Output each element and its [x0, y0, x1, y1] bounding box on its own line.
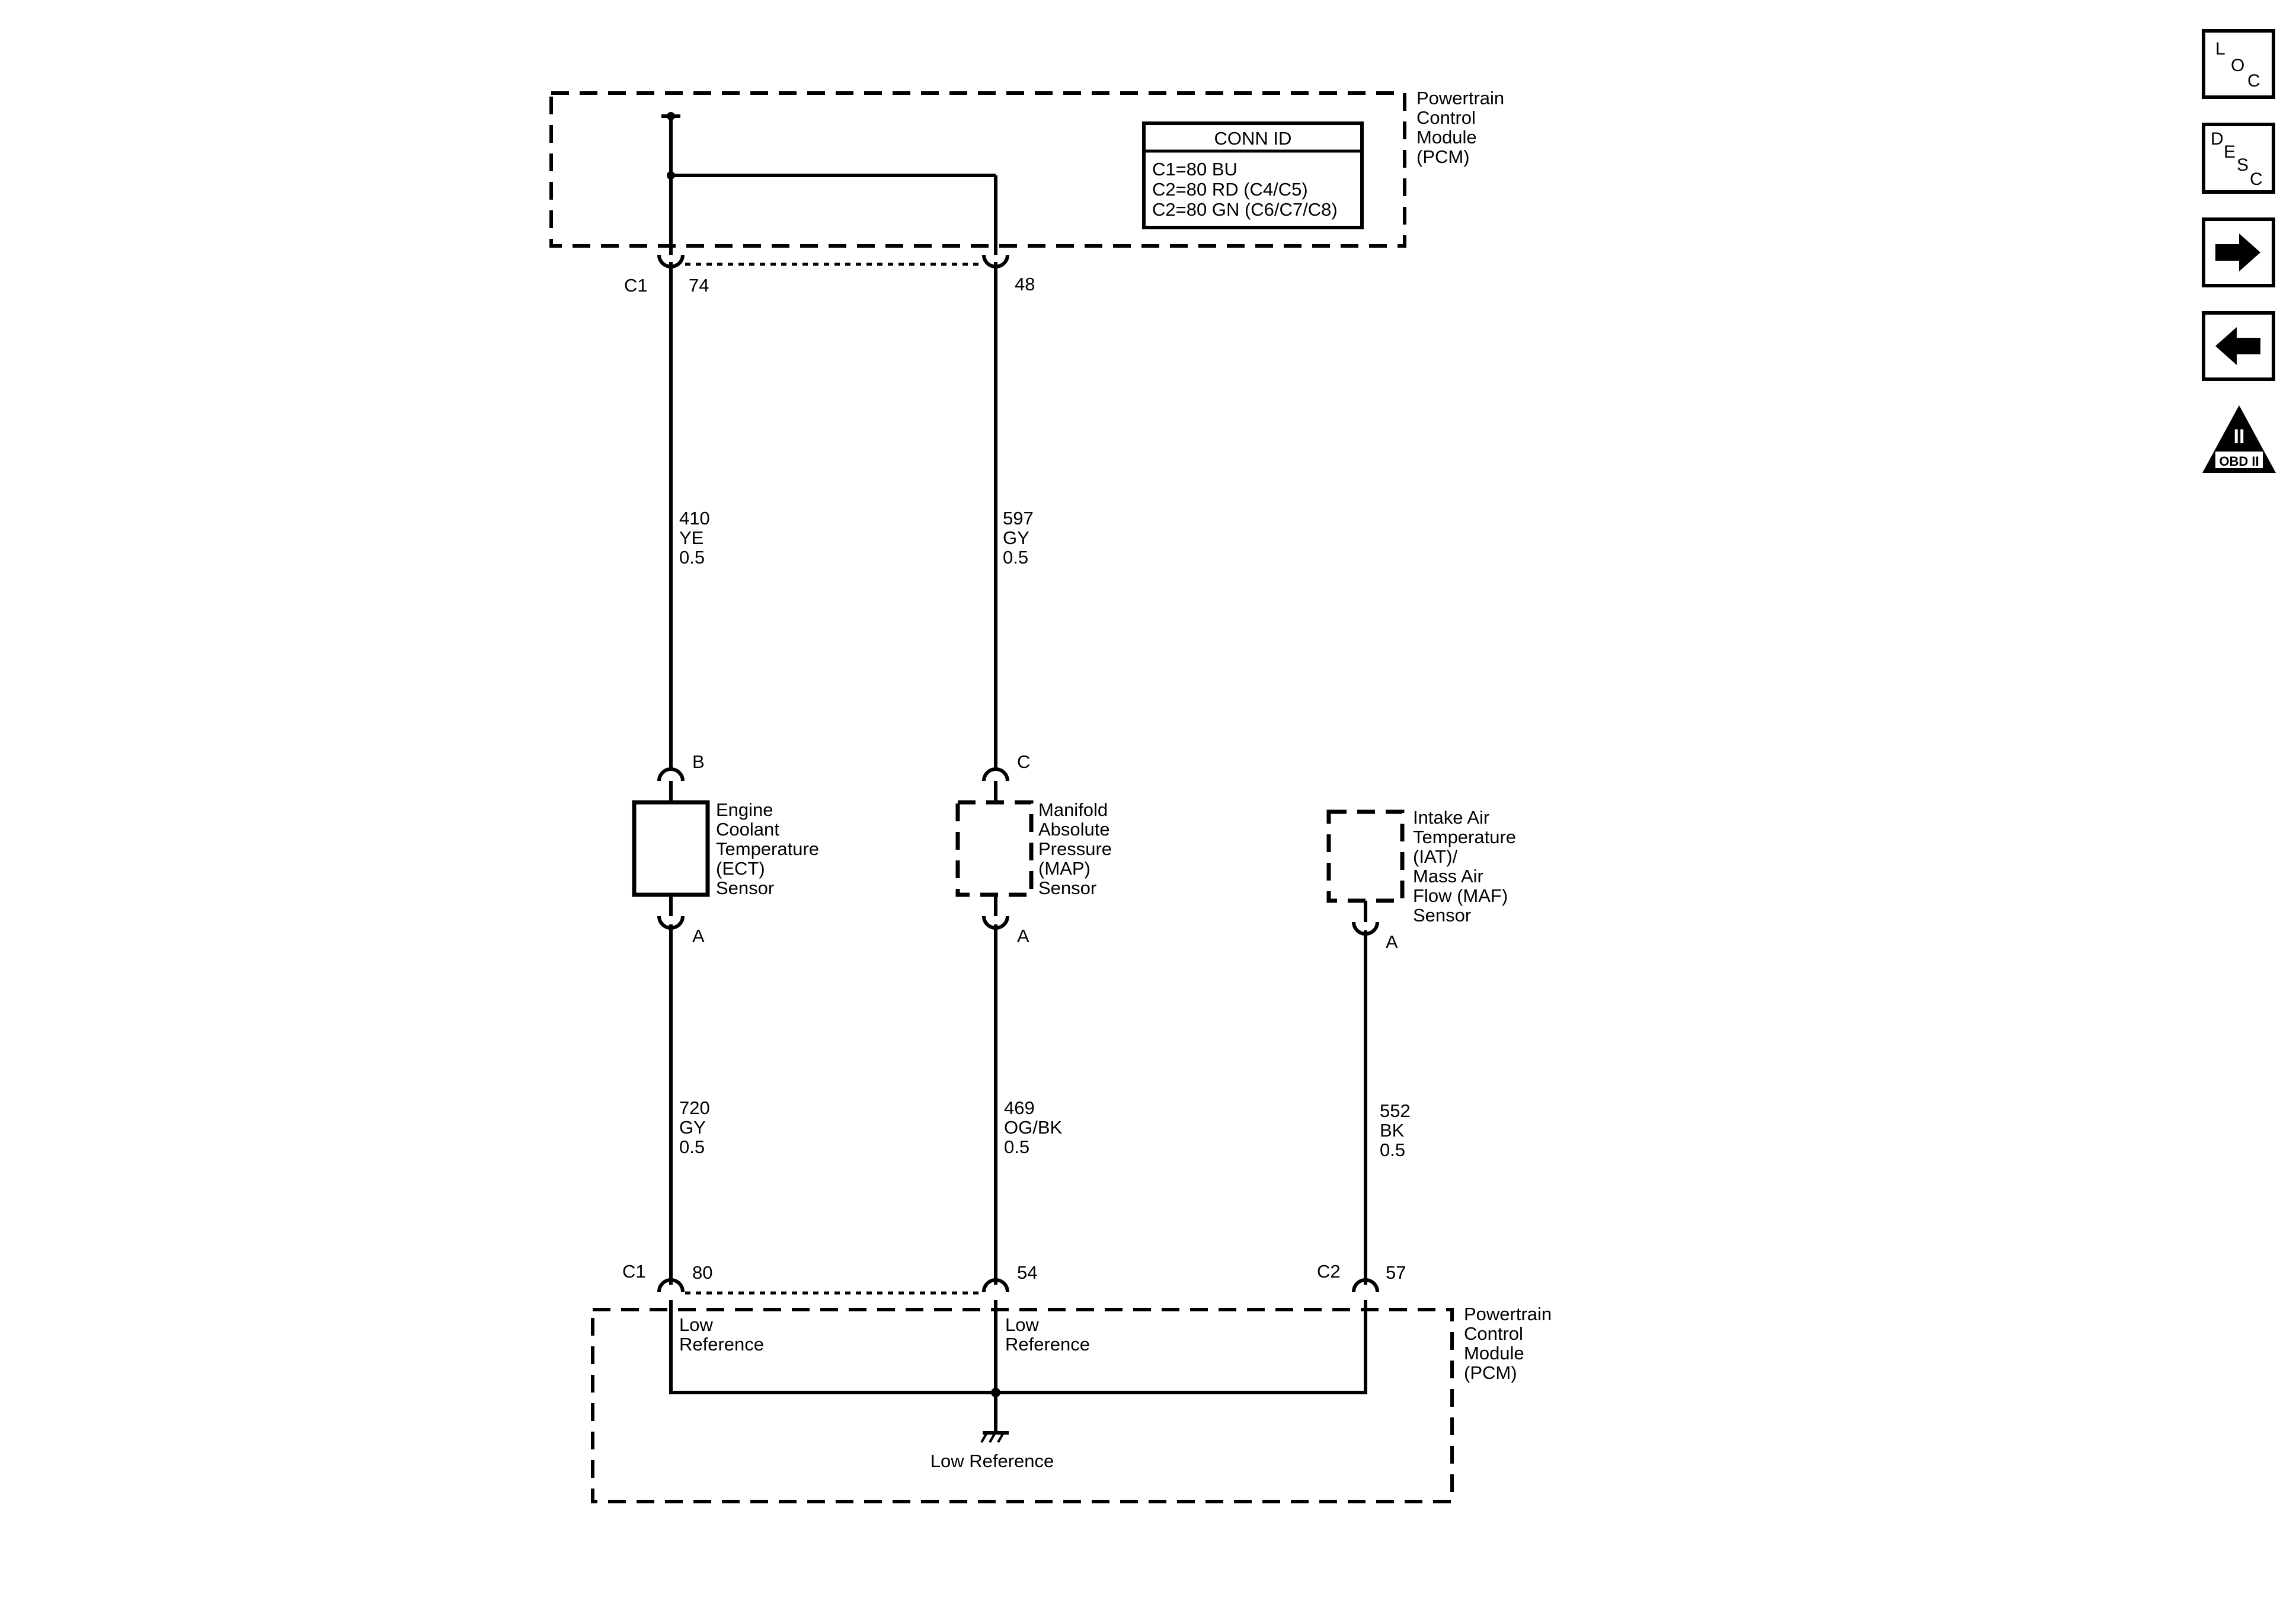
iat-low-wire: 552 BK 0.5	[1364, 930, 1411, 1285]
pcm-bottom-boundary	[591, 1308, 1454, 1503]
ect-low-wire: 720 GY 0.5	[669, 924, 710, 1285]
conn-id-row: C1=80 BU	[1152, 159, 1237, 180]
pcm-bottom-label-3: Module	[1464, 1343, 1524, 1363]
wire-color: YE	[679, 527, 703, 548]
map-sensor-label-1: Manifold	[1038, 799, 1108, 820]
desc-letter-s: S	[2237, 155, 2249, 175]
ect-signal-wire: 410 YE 0.5	[669, 262, 710, 769]
pin-54-label: 54	[1017, 1262, 1037, 1283]
prev-page-button[interactable]	[2202, 311, 2275, 381]
wire-gauge: 0.5	[679, 547, 705, 568]
ect-pin-b-label: B	[692, 751, 705, 772]
pin-80-label: 80	[692, 1262, 712, 1283]
ect-sensor-body	[632, 800, 710, 897]
desc-letter-e: E	[2224, 142, 2236, 162]
connector-c1-label: C1	[624, 275, 648, 296]
wire-circuit-number: 552	[1380, 1100, 1411, 1121]
ect-sensor-label-2: Coolant	[716, 819, 779, 840]
pcm-top-label-1: Powertrain	[1416, 88, 1504, 108]
connector-c1-top: C1 74 48	[624, 254, 1035, 296]
pcm-top-label-3: Module	[1416, 127, 1477, 148]
iat-sensor-label-2: Temperature	[1413, 827, 1516, 847]
wire-circuit-number: 720	[679, 1097, 710, 1118]
low-ref-ect-1: Low	[679, 1314, 713, 1335]
connector-c2-label: C2	[1317, 1261, 1341, 1282]
wire-color: OG/BK	[1004, 1117, 1063, 1138]
obd-ii-button[interactable]: II OBD II	[2202, 405, 2276, 473]
pin-74-label: 74	[689, 275, 709, 296]
wire-gauge: 0.5	[1004, 1137, 1029, 1157]
ect-sensor-label-3: Temperature	[716, 838, 819, 859]
connector-c1-label: C1	[622, 1261, 646, 1282]
map-sensor-label-5: Sensor	[1038, 878, 1096, 898]
low-ref-map-1: Low	[1005, 1314, 1039, 1335]
wire-color: GY	[1003, 527, 1029, 548]
iat-sensor-label-6: Sensor	[1413, 905, 1471, 926]
pcm-bottom-label-4: (PCM)	[1464, 1362, 1517, 1383]
nav-buttons: L O C D E S C II OBD II	[2202, 29, 2276, 473]
map-sensor-body	[955, 800, 1034, 897]
conn-id-box: CONN ID C1=80 BU C2=80 RD (C4/C5) C2=80 …	[1142, 121, 1364, 229]
wire-color: BK	[1380, 1120, 1405, 1141]
ect-sensor-label-4: (ECT)	[716, 858, 765, 879]
conn-id-row: C2=80 RD (C4/C5)	[1152, 179, 1308, 200]
map-pin-c-label: C	[1017, 751, 1030, 772]
pcm-top-boundary	[549, 91, 1406, 248]
obd-ii-label: OBD II	[2219, 454, 2259, 469]
pin-48-label: 48	[1015, 274, 1035, 295]
wire-gauge: 0.5	[1003, 547, 1028, 568]
iat-pin-a-label: A	[1386, 932, 1398, 952]
map-sensor-label-4: (MAP)	[1038, 858, 1091, 879]
obd-ii-roman: II	[2234, 425, 2245, 448]
wire-circuit-number: 597	[1003, 508, 1034, 529]
pcm-bottom-label-1: Powertrain	[1464, 1304, 1552, 1324]
iat-sensor-body	[1326, 809, 1405, 903]
wire-gauge: 0.5	[1380, 1140, 1405, 1160]
desc-button[interactable]: D E S C	[2202, 123, 2275, 194]
low-ref-map-2: Reference	[1005, 1334, 1090, 1355]
conn-id-row: C2=80 GN (C6/C7/C8)	[1152, 199, 1338, 220]
map-pin-a-label: A	[1017, 926, 1029, 946]
ground-low-reference-label: Low Reference	[930, 1451, 1054, 1471]
wire-circuit-number: 410	[679, 508, 710, 529]
ect-sensor: B A Engine Coolant Temperature (ECT) Sen…	[632, 751, 819, 946]
conn-id-title: CONN ID	[1214, 128, 1292, 149]
iat-sensor-label-4: Mass Air	[1413, 866, 1483, 886]
loc-letter-o: O	[2231, 56, 2244, 75]
loc-letter-c: C	[2247, 71, 2260, 91]
map-sensor-label-3: Pressure	[1038, 838, 1112, 859]
desc-letter-c: C	[2250, 169, 2263, 189]
pcm-top-label-4: (PCM)	[1416, 146, 1470, 167]
pcm-top-label-2: Control	[1416, 107, 1476, 128]
wire-gauge: 0.5	[679, 1137, 705, 1157]
next-page-button[interactable]	[2202, 217, 2275, 287]
pcm-top-internal-wiring	[661, 112, 997, 255]
loc-button[interactable]: L O C	[2202, 29, 2275, 99]
pin-57-label: 57	[1386, 1262, 1406, 1283]
ect-sensor-label-5: Sensor	[716, 878, 774, 898]
wire-circuit-number: 469	[1004, 1097, 1035, 1118]
connector-bottom: C1 80 54 C2 57	[622, 1261, 1406, 1295]
arrow-right-icon	[2215, 233, 2260, 271]
map-sensor: C A Manifold Absolute Pressure (MAP) Sen…	[955, 751, 1112, 946]
iat-sensor-label-1: Intake Air	[1413, 807, 1489, 828]
arrow-left-icon	[2215, 327, 2260, 365]
pcm-top-module: Powertrain Control Module (PCM)	[549, 88, 1504, 248]
iat-maf-sensor: A Intake Air Temperature (IAT)/ Mass Air…	[1326, 807, 1516, 952]
map-sensor-label-2: Absolute	[1038, 819, 1110, 840]
pcm-bottom-label-2: Control	[1464, 1323, 1523, 1344]
loc-letter-l: L	[2215, 39, 2225, 59]
iat-sensor-label-5: Flow (MAF)	[1413, 885, 1508, 906]
desc-letter-d: D	[2211, 129, 2224, 149]
map-signal-wire: 597 GY 0.5	[994, 262, 1034, 769]
wire-color: GY	[679, 1117, 706, 1138]
map-low-wire: 469 OG/BK 0.5	[994, 924, 1063, 1285]
low-ref-ect-2: Reference	[679, 1334, 764, 1355]
ect-pin-a-label: A	[692, 926, 705, 946]
iat-sensor-label-3: (IAT)/	[1413, 846, 1458, 867]
ect-sensor-label-1: Engine	[716, 799, 773, 820]
pcm-bottom-module: Low Reference Low Reference Low Referenc…	[591, 1300, 1552, 1503]
ground-icon	[980, 1431, 1009, 1443]
